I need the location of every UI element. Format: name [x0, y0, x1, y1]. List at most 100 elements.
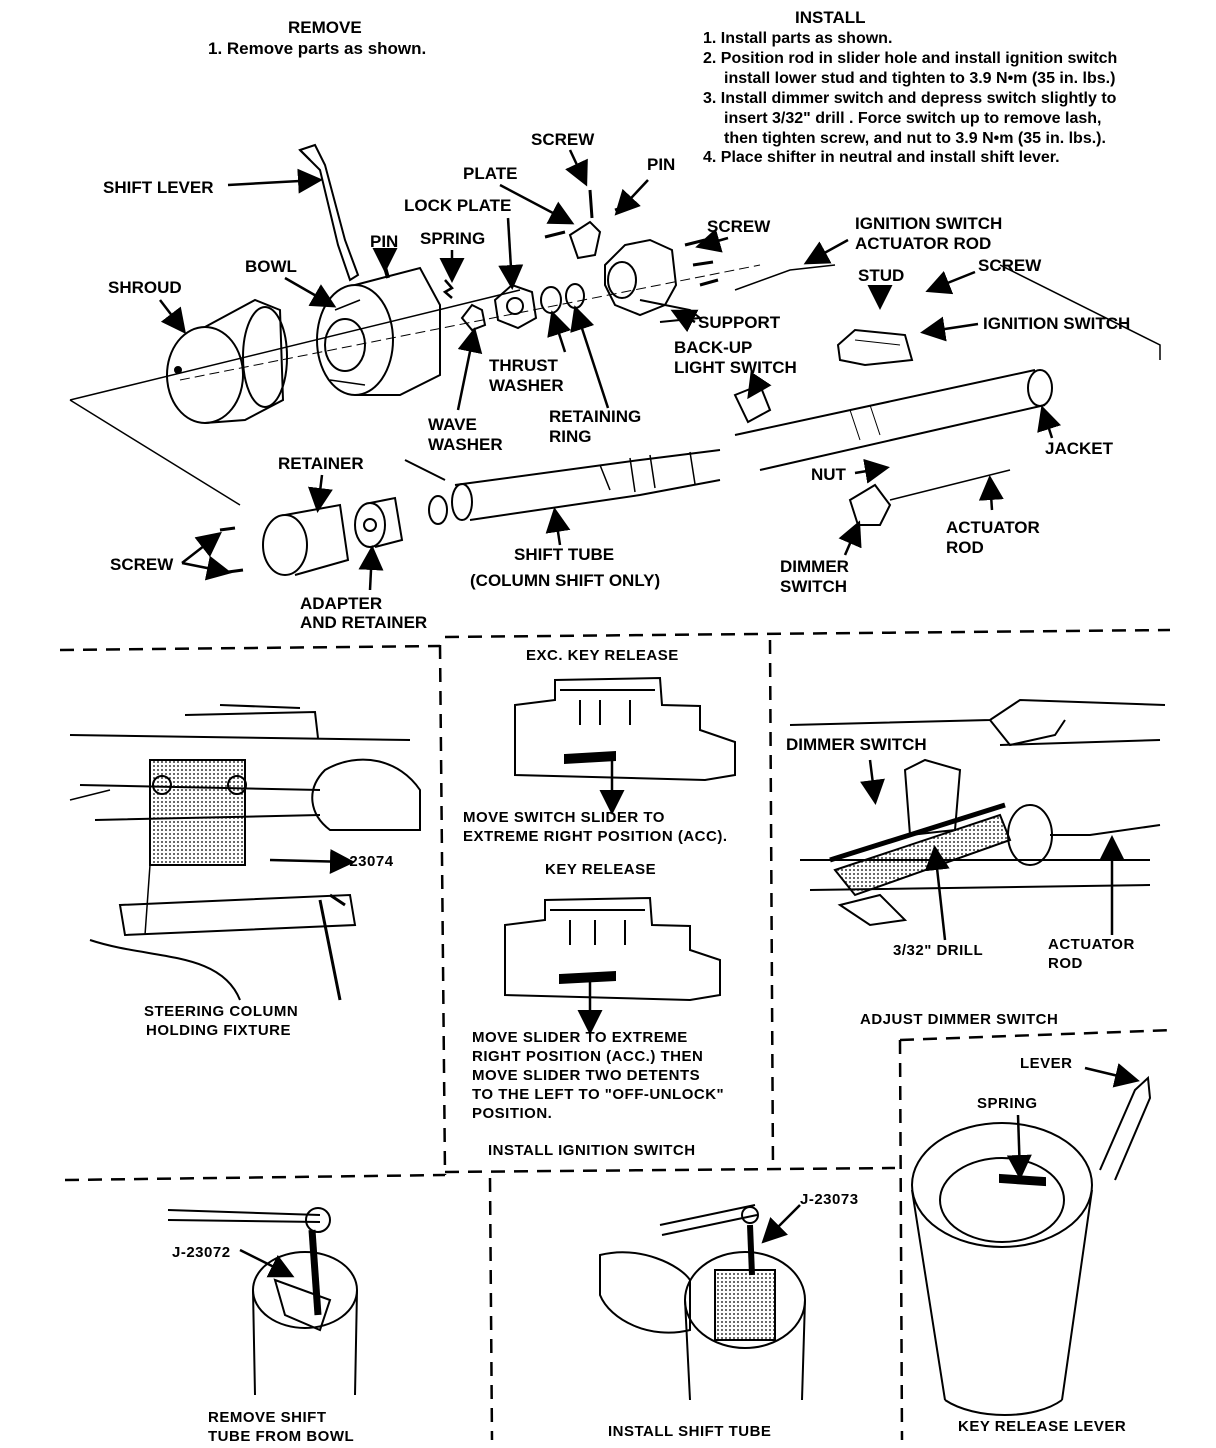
key-instruction-3: MOVE SLIDER TWO DETENTS — [472, 1067, 701, 1084]
centerline — [179, 264, 761, 381]
remove-title: REMOVE — [288, 18, 362, 37]
label-dimmer-actuator-2: ROD — [1048, 955, 1083, 972]
shift-tube — [404, 449, 721, 525]
key-release-lever-caption: KEY RELEASE LEVER — [958, 1418, 1127, 1435]
adjust-dimmer-caption: ADJUST DIMMER SWITCH — [860, 1011, 1059, 1028]
label-screw-top: SCREW — [531, 130, 595, 149]
remove-tube-caption-1: REMOVE SHIFT — [208, 1409, 327, 1426]
label-backup-1: BACK-UP — [674, 338, 753, 357]
label-ignition-actuator-2: ACTUATOR ROD — [855, 234, 992, 253]
label-wave-1: WAVE — [428, 415, 477, 434]
fixture-caption-1: STEERING COLUMN — [144, 1003, 299, 1020]
label-j-23074: J-23074 — [335, 853, 394, 870]
label-plate: PLATE — [463, 164, 518, 183]
fixture-caption-2: HOLDING FIXTURE — [146, 1022, 291, 1039]
label-jacket: JACKET — [1045, 439, 1114, 458]
exploded-view — [69, 143, 1161, 576]
remove-tube-caption-2: TUBE FROM BOWL — [208, 1428, 355, 1445]
key-instruction-2: RIGHT POSITION (ACC.) THEN — [472, 1048, 704, 1065]
label-screw-far: SCREW — [978, 256, 1042, 275]
screw-left-parts — [219, 526, 244, 574]
label-j-23073: J-23073 — [800, 1191, 859, 1208]
install-line-2: 2. Position rod in slider hole and insta… — [703, 50, 1118, 67]
label-dimmer-switch-panel: DIMMER SWITCH — [786, 735, 927, 754]
install-title: INSTALL — [795, 8, 866, 27]
exc-instruction-1: MOVE SWITCH SLIDER TO — [463, 809, 665, 826]
plate-part — [568, 220, 602, 260]
label-screw-right: SCREW — [707, 217, 771, 236]
key-instruction-1: MOVE SLIDER TO EXTREME — [472, 1029, 688, 1046]
wave-washer — [460, 303, 487, 332]
label-spring: SPRING — [420, 229, 486, 248]
label-support: SUPPORT — [698, 313, 781, 332]
install-tube-caption: INSTALL SHIFT TUBE — [608, 1423, 772, 1440]
install-line-4: 3. Install dimmer switch and depress swi… — [703, 90, 1117, 107]
key-release-title: KEY RELEASE — [545, 861, 657, 878]
label-column-shift: (COLUMN SHIFT ONLY) — [470, 571, 661, 590]
key-instruction-5: POSITION. — [472, 1105, 553, 1122]
install-line-5: insert 3/32" drill . Force switch up to … — [724, 110, 1102, 127]
label-ignition-switch: IGNITION SWITCH — [983, 314, 1131, 333]
label-bowl: BOWL — [245, 257, 297, 276]
label-backup-2: LIGHT SWITCH — [674, 358, 797, 377]
label-adapter-2: AND RETAINER — [300, 613, 428, 632]
label-ignition-actuator-1: IGNITION SWITCH — [855, 214, 1003, 233]
spring-part — [442, 279, 454, 299]
dimmer-switch-illustration — [789, 698, 1166, 941]
install-ignition-caption: INSTALL IGNITION SWITCH — [488, 1142, 696, 1159]
label-stud: STUD — [858, 266, 905, 285]
install-tube-illustration — [599, 1204, 806, 1401]
exc-key-release-title: EXC. KEY RELEASE — [526, 647, 679, 664]
remove-tube-illustration — [167, 1207, 358, 1396]
install-line-6: then tighten screw, and nut to 3.9 N•m (… — [724, 130, 1106, 147]
label-drill: 3/32" DRILL — [893, 942, 984, 959]
label-pin-right: PIN — [647, 155, 676, 174]
support — [604, 238, 703, 323]
thrust-washer — [540, 286, 562, 314]
leader-arrows — [159, 149, 1062, 591]
ignition-switch-part — [836, 328, 914, 367]
label-shift-lever: SHIFT LEVER — [103, 178, 214, 197]
label-lever: LEVER — [1020, 1055, 1073, 1072]
actuator-rod-part — [889, 469, 1011, 501]
screw-parts — [544, 189, 719, 287]
label-nut: NUT — [811, 465, 846, 484]
label-lock-plate: LOCK PLATE — [404, 196, 512, 215]
exc-instruction-2: EXTREME RIGHT POSITION (ACC). — [463, 828, 728, 845]
shroud — [166, 298, 288, 424]
fixture-illustration — [69, 704, 421, 1001]
label-dimmer-2: SWITCH — [780, 577, 848, 596]
label-retainer: RETAINER — [278, 454, 364, 473]
retaining-ring — [565, 283, 585, 309]
label-j-23072: J-23072 — [172, 1244, 231, 1261]
label-dimmer-actuator-1: ACTUATOR — [1048, 936, 1135, 953]
bowl — [316, 266, 441, 396]
label-thrust-2: WASHER — [489, 376, 564, 395]
adapter-part — [354, 496, 404, 548]
retainer-part — [262, 503, 350, 576]
label-wave-2: WASHER — [428, 435, 503, 454]
remove-step-1: 1. Remove parts as shown. — [208, 39, 427, 58]
install-line-1: 1. Install parts as shown. — [703, 30, 893, 47]
install-line-7: 4. Place shifter in neutral and install … — [703, 149, 1060, 166]
key-release-illustration — [911, 1063, 1152, 1416]
label-dimmer-1: DIMMER — [780, 557, 849, 576]
label-thrust-1: THRUST — [489, 356, 558, 375]
label-shroud: SHROUD — [108, 278, 182, 297]
label-shift-tube: SHIFT TUBE — [514, 545, 615, 564]
jacket — [734, 369, 1053, 471]
label-retaining-2: RING — [549, 427, 592, 446]
ignition-switch-illustrations — [504, 676, 736, 1035]
dimmer-switch-part — [848, 483, 892, 526]
label-adapter-1: ADAPTER — [300, 594, 383, 613]
label-actuator-2: ROD — [946, 538, 984, 557]
label-spring-key: SPRING — [977, 1095, 1038, 1112]
shift-lever — [298, 143, 360, 282]
key-instruction-4: TO THE LEFT TO "OFF-UNLOCK" — [472, 1086, 725, 1103]
label-pin-left: PIN — [370, 232, 399, 251]
install-line-3: install lower stud and tighten to 3.9 N•… — [724, 70, 1116, 87]
label-actuator-1: ACTUATOR — [946, 518, 1040, 537]
ignition-actuator-rod — [734, 264, 836, 291]
